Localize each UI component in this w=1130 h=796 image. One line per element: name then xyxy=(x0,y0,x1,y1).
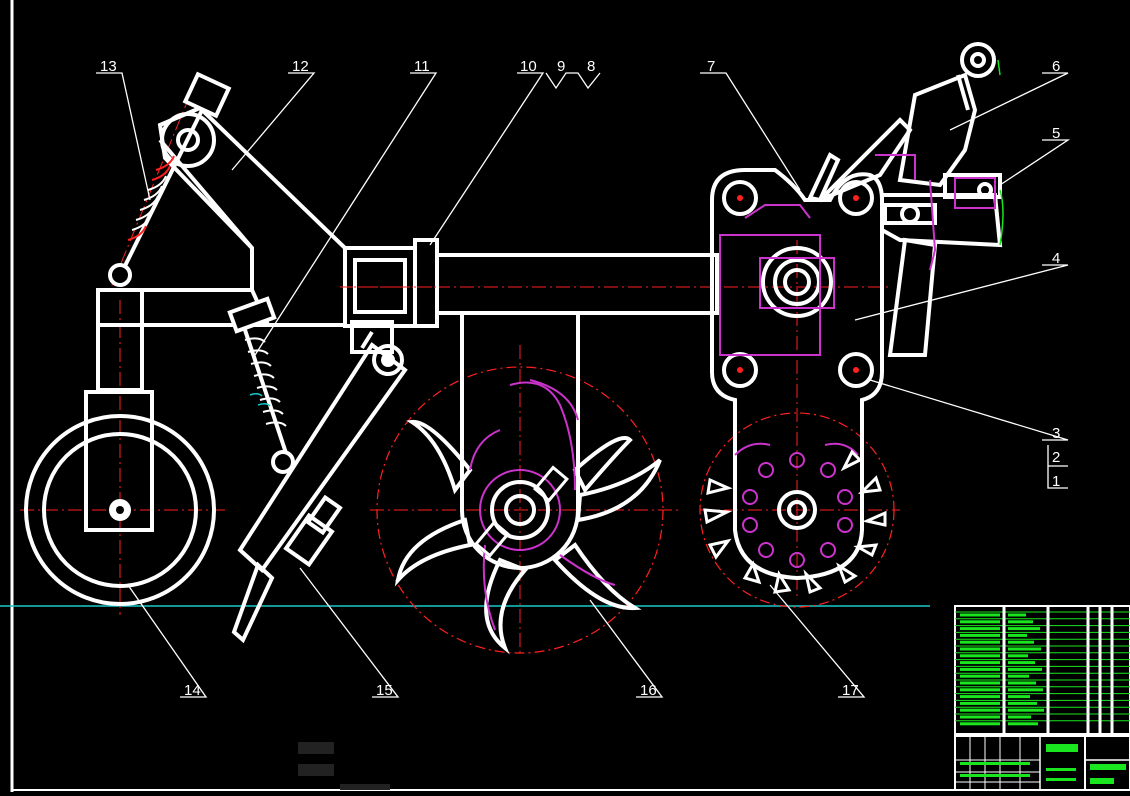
parts-list-code-mark xyxy=(960,627,1000,631)
parts-list-code-mark xyxy=(960,674,1000,678)
part-label-17: 17 xyxy=(842,682,859,699)
part-labels: 13 12 11 10 9 8 7 6 5 4 3 2 1 14 15 16 1… xyxy=(100,58,1060,699)
roller-teeth xyxy=(703,449,887,595)
part-label-6: 6 xyxy=(1052,58,1060,75)
parts-list-name-mark xyxy=(1008,640,1034,644)
part-label-9: 9 xyxy=(557,58,565,75)
part-label-7: 7 xyxy=(707,58,715,75)
shank-hanger xyxy=(360,330,374,350)
parts-list-code-mark xyxy=(960,633,1000,637)
parts-list-name-mark xyxy=(1008,647,1041,651)
parts-list-code-mark xyxy=(960,688,1000,692)
part-label-8: 8 xyxy=(587,58,595,75)
parts-list-name-mark xyxy=(1008,654,1028,658)
gearbox-upper-link xyxy=(807,117,913,203)
tiller-bolt-bottom xyxy=(473,520,511,558)
parts-list-code-mark xyxy=(960,715,1000,719)
parts-list-code-mark xyxy=(960,681,1000,685)
parts-list-code-mark xyxy=(960,654,1000,658)
part-label-3: 3 xyxy=(1052,425,1060,442)
roller-hubs xyxy=(734,442,859,568)
parts-list-code-mark xyxy=(960,620,1000,624)
parts-list-name-mark xyxy=(1008,674,1029,678)
rotary-tiller-sweep-circle xyxy=(376,366,664,654)
parts-list-code-mark xyxy=(960,647,1000,651)
parts-list-name-mark xyxy=(1008,715,1031,719)
part-label-10: 10 xyxy=(520,58,537,75)
gearbox-housing xyxy=(710,168,884,581)
main-frame-beam xyxy=(340,238,719,328)
hitch-green-detail xyxy=(997,59,1004,246)
tiller-hidden-lines xyxy=(469,379,616,631)
depth-spring xyxy=(108,71,232,287)
rear-spring-link xyxy=(227,296,295,474)
part-label-2: 2 xyxy=(1052,449,1060,466)
hitch-hidden-lines xyxy=(875,154,996,271)
parts-list-name-mark xyxy=(1008,695,1030,699)
part-label-5: 5 xyxy=(1052,125,1060,142)
wheel-beam xyxy=(98,138,345,327)
part-label-4: 4 xyxy=(1052,250,1060,267)
parts-list-name-mark xyxy=(1008,667,1042,671)
faint-notes xyxy=(298,742,390,790)
parts-list-code-mark xyxy=(960,667,1000,671)
tiller-bolt-top xyxy=(532,465,570,503)
parts-list-code-mark xyxy=(960,661,1000,665)
parts-list-code-mark xyxy=(960,695,1000,699)
subsoil-shank xyxy=(231,342,408,644)
part-label-1: 1 xyxy=(1052,473,1060,490)
parts-list-name-mark xyxy=(1008,633,1027,637)
parts-list-name-mark xyxy=(1008,661,1035,665)
parts-list-code-mark xyxy=(960,640,1000,644)
roller-sweep-circle xyxy=(699,412,895,608)
gearbox-bolt-centers xyxy=(737,195,859,373)
parts-list-name-mark xyxy=(1008,620,1033,624)
parts-list-code-mark xyxy=(960,701,1000,705)
parts-list-name-mark xyxy=(1008,613,1026,617)
parts-list-name-mark xyxy=(1008,722,1038,726)
lifting-arm xyxy=(157,105,347,327)
leader-lines xyxy=(96,72,1071,698)
parts-list-code-mark xyxy=(960,613,1000,617)
parts-list-code-mark xyxy=(960,708,1000,712)
part-label-12: 12 xyxy=(292,58,309,75)
part-label-16: 16 xyxy=(640,682,657,699)
gearbox-hidden-lines xyxy=(719,204,835,356)
parts-list-name-mark xyxy=(1008,688,1043,692)
rear-hitch xyxy=(880,42,1003,357)
parts-list-code-mark xyxy=(960,722,1000,726)
parts-list-name-mark xyxy=(1008,708,1044,712)
part-label-14: 14 xyxy=(184,682,201,699)
shank-bracket xyxy=(350,320,394,354)
part-label-15: 15 xyxy=(376,682,393,699)
rotary-tiller xyxy=(394,313,662,655)
parts-list-name-mark xyxy=(1008,681,1036,685)
part-label-11: 11 xyxy=(414,58,430,75)
parts-list-name-mark xyxy=(1008,701,1037,705)
parts-list-name-mark xyxy=(1008,627,1040,631)
parts-list-table xyxy=(954,605,1130,735)
part-label-13: 13 xyxy=(100,58,117,75)
title-block xyxy=(954,735,1130,791)
